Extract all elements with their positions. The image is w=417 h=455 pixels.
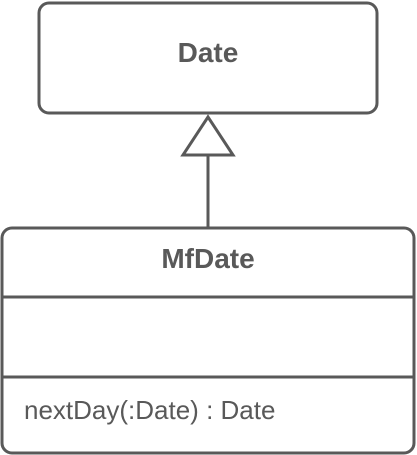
generalization-arrowhead <box>180 114 236 157</box>
generalization-arrow <box>180 114 236 228</box>
class-mfdate[interactable]: MfDate nextDay(:Date) : Date <box>0 226 416 455</box>
class-mfdate-box <box>0 226 416 455</box>
class-mfdate-operation: nextDay(:Date) : Date <box>24 395 275 425</box>
class-date-box <box>37 1 379 115</box>
class-mfdate-name: MfDate <box>161 243 254 274</box>
class-date-name: Date <box>178 37 239 68</box>
class-date[interactable]: Date <box>37 1 379 115</box>
